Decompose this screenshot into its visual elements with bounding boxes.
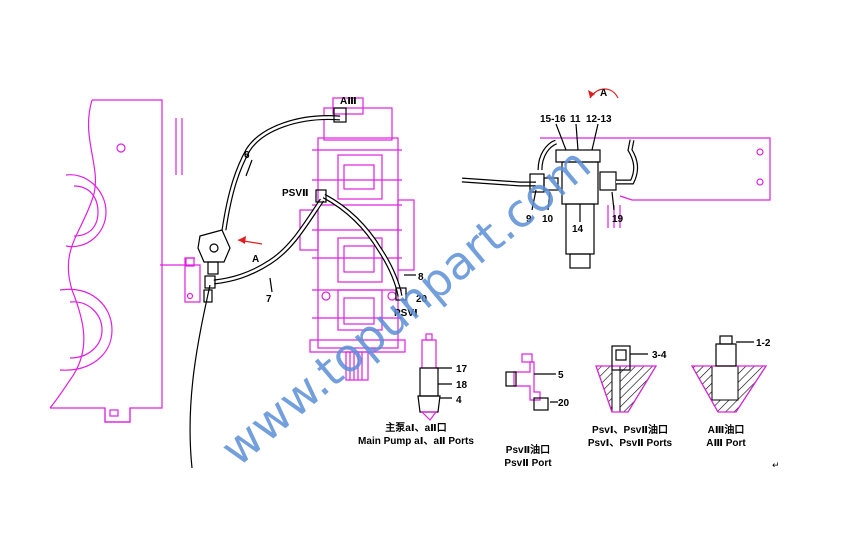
caption-psv12-en: PsvⅠ、PsvⅡ Ports — [588, 438, 673, 449]
leader-6 — [245, 159, 253, 177]
label-5: 5 — [558, 370, 564, 381]
hose-8 — [322, 193, 403, 297]
leaders-right — [531, 123, 615, 222]
label-7: 7 — [266, 294, 272, 305]
detail-main-pump-ports — [417, 333, 452, 421]
caption-main-pump-cn: 主泵aⅠ、aⅡ口 — [385, 421, 446, 434]
label-psv2: PSVⅡ — [282, 188, 309, 199]
detail-psv2-port — [505, 353, 558, 411]
label-psv1: PSVⅠ — [394, 308, 418, 319]
caption-a3-cn: AⅢ油口 — [708, 423, 745, 436]
label-19: 19 — [612, 214, 624, 225]
machine-frame-outline — [49, 99, 201, 423]
label-10: 10 — [542, 214, 554, 225]
label-arrow-a-left: A — [252, 254, 259, 265]
leader-7 — [269, 277, 273, 293]
label-arrow-a-right: A — [600, 88, 607, 99]
label-6: 6 — [244, 150, 250, 161]
caption-a3-en: AⅢ Port — [706, 438, 746, 449]
view-arrow-a-right — [588, 88, 619, 99]
pilot-valve-block — [197, 229, 231, 303]
return-mark-icon: ↵ — [772, 461, 780, 471]
label-15-16: 15-16 — [540, 114, 566, 125]
caption-psv2-cn: PsvⅡ油口 — [506, 443, 550, 456]
filter-mount-plate — [540, 137, 771, 228]
caption-psv12-cn: PsvⅠ、PsvⅡ油口 — [592, 423, 668, 436]
caption-main-pump-en: Main Pump aⅠ、aⅡ Ports — [358, 436, 474, 447]
label-8: 8 — [418, 272, 424, 283]
label-4: 4 — [456, 395, 462, 406]
main-pump-assembly — [299, 97, 415, 381]
label-20b: 20 — [558, 398, 570, 409]
label-20: 20 — [416, 294, 428, 305]
psv2-fitting — [315, 189, 327, 203]
lower-hose-left — [189, 284, 211, 469]
label-11: 11 — [570, 114, 581, 125]
psv1-fitting — [395, 287, 407, 301]
label-9: 9 — [526, 214, 532, 225]
detail-a3-port — [690, 335, 768, 413]
label-12-13: 12-13 — [586, 114, 612, 125]
a3-fitting — [333, 107, 347, 123]
label-3-4: 3-4 — [652, 350, 667, 361]
label-a3: AⅢ — [340, 96, 357, 107]
view-arrow-a-left — [237, 236, 263, 245]
label-18: 18 — [456, 380, 468, 391]
label-1-2: 1-2 — [756, 338, 771, 349]
label-17: 17 — [456, 364, 468, 375]
hose-7 — [213, 198, 325, 285]
detail-psv12-ports — [595, 345, 658, 413]
hose-6 — [221, 115, 341, 231]
label-14: 14 — [572, 224, 584, 235]
caption-psv2-en: PsvⅡ Port — [504, 458, 552, 469]
